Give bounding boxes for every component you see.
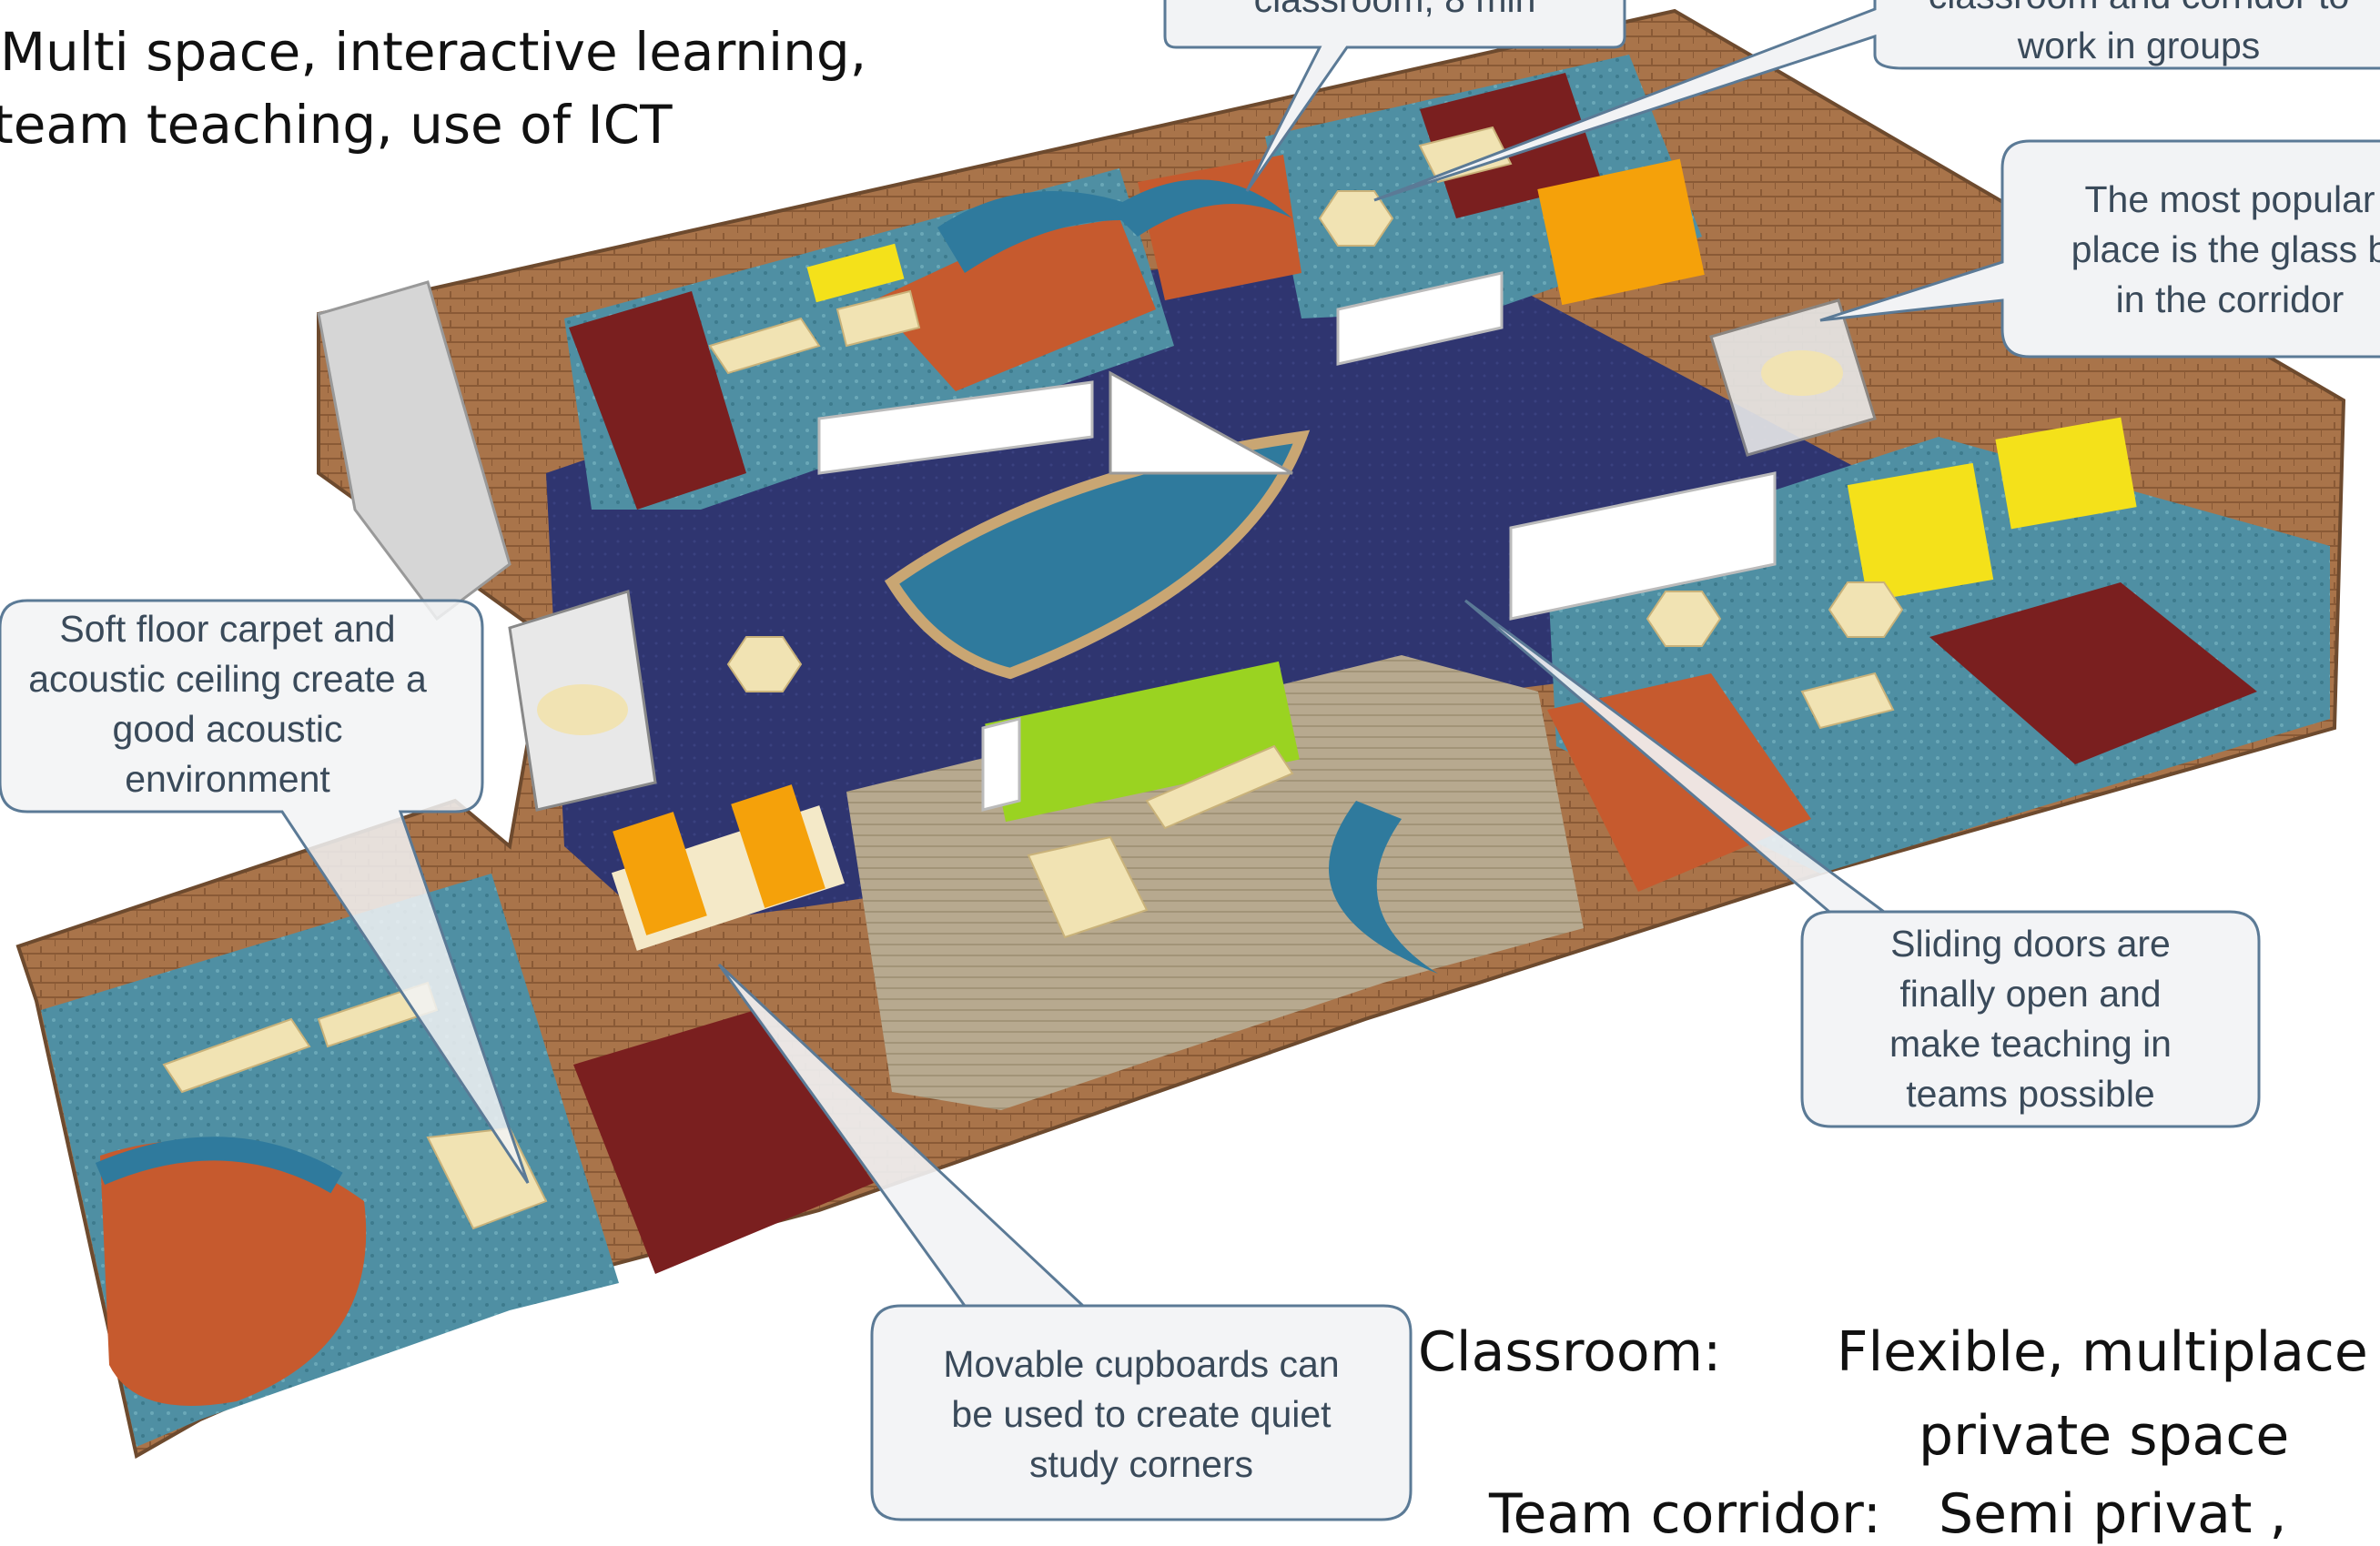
- callout-glass-box: [1819, 139, 2380, 359]
- boat-structure: [884, 370, 1311, 680]
- callout-soft-floor-text: Soft floor carpet and acoustic ceiling c…: [0, 604, 455, 804]
- callout-line: place is the glass b: [2071, 228, 2380, 270]
- classroom-bottom-left: [41, 874, 619, 1447]
- callout-top-right-text: classroom and corridor to work in groups: [1875, 0, 2380, 71]
- legend-corridor-value: Semi privat ,: [1939, 1482, 2287, 1546]
- callout-soft-floor: [0, 599, 530, 1184]
- legend-classroom-value-2: private space: [1919, 1404, 2290, 1468]
- callout-line: classroom, 8 min: [1165, 0, 1625, 25]
- callout-line: good acoustic: [112, 708, 343, 750]
- legend-classroom-value-1: Flexible, multiplace: [1837, 1320, 2368, 1384]
- callout-line: make teaching in: [1889, 1023, 2172, 1065]
- callout-line: Movable cupboards can: [943, 1343, 1340, 1385]
- callout-cupboards: [717, 963, 1413, 1521]
- heading-line-1: Multi space, interactive learning,: [0, 21, 867, 83]
- callout-line: classroom and corridor to: [1875, 0, 2380, 21]
- legend-classroom-label: Classroom:: [1418, 1320, 1722, 1384]
- callout-top-center: [1163, 0, 1626, 192]
- white-partitions: [817, 271, 1777, 812]
- left-stair-zone: [317, 280, 511, 621]
- callout-top-right: [1373, 0, 2380, 202]
- callout-line: be used to create quiet: [951, 1393, 1332, 1435]
- callout-glass-box-text: The most popular place is the glass b in…: [2002, 175, 2380, 325]
- callout-sliding-doors-text: Sliding doors are finally open and make …: [1802, 919, 2259, 1119]
- callout-line: work in groups: [2017, 25, 2261, 66]
- callout-line: Soft floor carpet and: [59, 608, 396, 650]
- glass-box-top-right: [1709, 298, 1877, 457]
- classroom-center: [846, 655, 1584, 1110]
- callout-line: finally open and: [1899, 973, 2162, 1015]
- legend-corridor-label: Team corridor:: [1489, 1482, 1881, 1546]
- callout-line: environment: [125, 758, 330, 800]
- callout-line: acoustic ceiling create a: [28, 658, 427, 700]
- heading-line-2: team teaching, use of ICT: [0, 94, 673, 156]
- callout-top-center-text: classroom, 8 min: [1165, 0, 1625, 25]
- callout-line: study corners: [1028, 1443, 1254, 1485]
- callout-line: teams possible: [1906, 1073, 2155, 1115]
- callout-line: The most popular: [2084, 178, 2375, 220]
- callout-line: Sliding doors are: [1890, 923, 2171, 965]
- callout-line: in the corridor: [2115, 278, 2345, 320]
- callout-cupboards-text: Movable cupboards can be used to create …: [872, 1339, 1411, 1490]
- callout-sliding-doors: [1464, 599, 2261, 1128]
- glass-box-left: [508, 590, 657, 812]
